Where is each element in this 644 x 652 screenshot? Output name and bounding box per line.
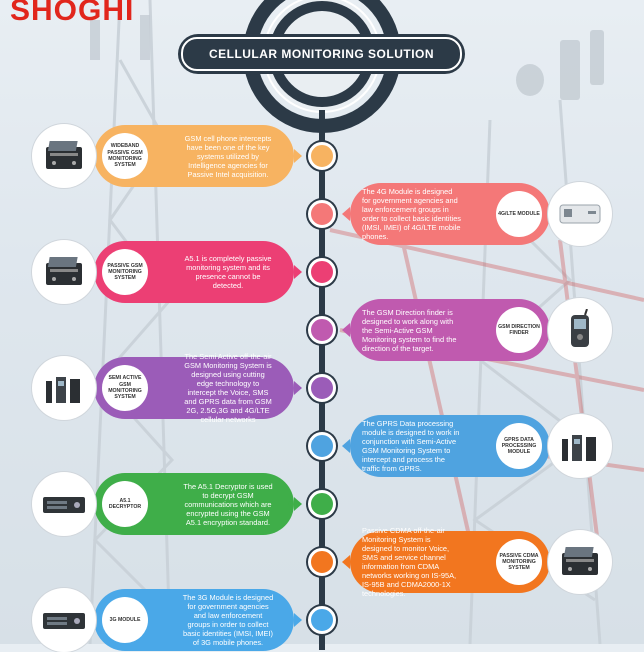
timeline-card: A5.1 DECRYPTOR The A5.1 Decryptor is used… [94,473,294,535]
timeline-card: PASSIVE GSM MONITORING SYSTEM A5.1 is com… [94,241,294,303]
timeline-node [308,200,336,228]
card-label: GSM DIRECTION FINDER [496,307,542,353]
timeline-dot [288,269,293,274]
card-pointer [294,265,302,279]
card-label: PASSIVE CDMA MONITORING SYSTEM [496,539,542,585]
timeline-node [308,606,336,634]
card-description: GSM cell phone intercepts have been one … [184,133,272,179]
card-label: A5.1 DECRYPTOR [102,481,148,527]
timeline-dot [288,501,293,506]
timeline-node [308,142,336,170]
timeline-node [308,548,336,576]
timeline-dot [350,211,355,216]
timeline-card: SEMI ACTIVE GSM MONITORING SYSTEM The Sem… [94,352,294,424]
card-description: Passive CDMA off-the-air Monitoring Syst… [362,526,457,598]
page-title: CELLULAR MONITORING SOLUTION [181,37,462,71]
tower-unit-icon [548,414,612,478]
card-description: The 3G Module is designed for government… [182,593,274,647]
timeline-dot [350,559,355,564]
card-pointer [294,149,302,163]
card-label: 4G/LTE MODULE [496,191,542,237]
card-description: The A5.1 Decryptor is used to decrypt GS… [183,481,273,527]
box-unit-icon [548,182,612,246]
card-pointer [342,207,350,221]
card-pointer [342,323,350,337]
timeline-dot [288,153,293,158]
timeline-dot [288,385,293,390]
timeline-card: WIDEBAND PASSIVE GSM MONITORING SYSTEM GS… [94,125,294,187]
server-icon [32,472,96,536]
card-description: The Semi Active off-the-air GSM Monitori… [184,352,272,424]
server-icon [32,588,96,652]
card-pointer [294,381,302,395]
card-pointer [342,439,350,453]
timeline-card: 3G MODULE The 3G Module is designed for g… [94,589,294,651]
timeline-card: The GPRS Data processing module is desig… [350,415,550,477]
timeline-node [308,432,336,460]
timeline-node [308,374,336,402]
card-description: The GSM Direction finder is designed to … [362,307,457,353]
timeline-card: The GSM Direction finder is designed to … [350,299,550,361]
timeline-node [308,490,336,518]
card-description: The 4G Module is designed for government… [362,187,462,241]
timeline-dot [350,443,355,448]
card-label: WIDEBAND PASSIVE GSM MONITORING SYSTEM [102,133,148,179]
timeline-card: The 4G Module is designed for government… [350,183,550,245]
card-pointer [294,613,302,627]
card-label: PASSIVE GSM MONITORING SYSTEM [102,249,148,295]
timeline-node [308,316,336,344]
timeline-dot [350,327,355,332]
card-label: GPRS DATA PROCESSING MODULE [496,423,542,469]
brand-logo: SHOGHI [10,0,135,27]
timeline-card: Passive CDMA off-the-air Monitoring Syst… [350,526,550,598]
card-pointer [294,497,302,511]
timeline-node [308,258,336,286]
rack-unit-icon [32,240,96,304]
card-pointer [342,555,350,569]
timeline-dot [288,617,293,622]
tower-unit-icon [32,356,96,420]
card-label: SEMI ACTIVE GSM MONITORING SYSTEM [102,365,148,411]
title-banner: CELLULAR MONITORING SOLUTION [178,34,465,74]
rack-unit-icon [32,124,96,188]
rack-unit-icon [548,530,612,594]
card-description: The GPRS Data processing module is desig… [362,419,460,473]
card-description: A5.1 is completely passive monitoring sy… [184,254,272,290]
handheld-icon [548,298,612,362]
card-label: 3G MODULE [102,597,148,643]
